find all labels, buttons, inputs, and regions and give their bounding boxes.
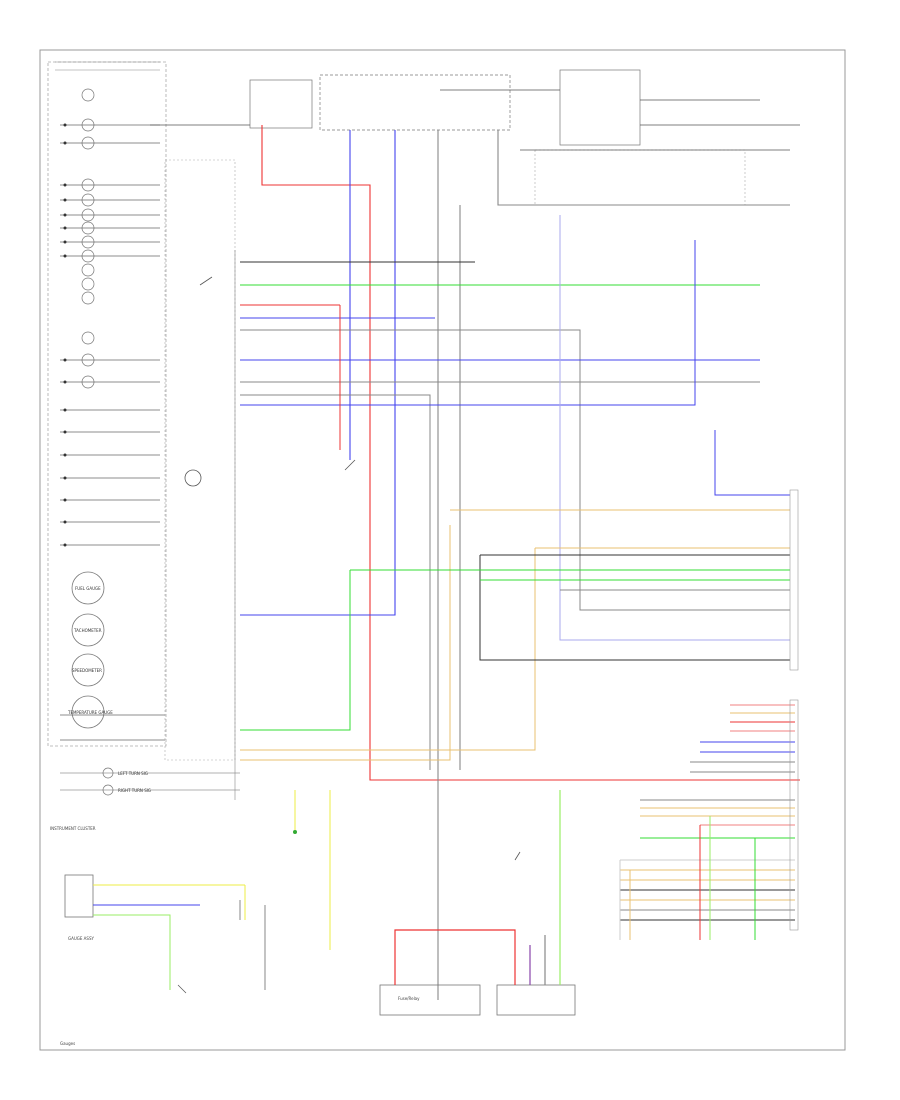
- gauge-label-temp: TEMPERATURE GAUGE: [67, 710, 113, 715]
- bcm-box: [496, 984, 576, 1016]
- gauge-label-speedo: SPEEDOMETER: [72, 668, 102, 673]
- svg-text:INSTRUMENT CLUSTER: INSTRUMENT CLUSTER: [50, 826, 96, 831]
- indicator-lamps: [81, 88, 95, 389]
- svg-text:Gauges: Gauges: [60, 1041, 75, 1046]
- relay-box-top-right: [559, 69, 641, 146]
- right-connector: [789, 489, 799, 671]
- cluster-connector: [164, 159, 236, 761]
- left-turn-label: LEFT TURN SIG: [118, 771, 148, 776]
- diagram-frame: [39, 49, 846, 1051]
- svg-text:GAUGE ASSY: GAUGE ASSY: [68, 936, 94, 941]
- gauge-label-fuel: FUEL GAUGE: [75, 586, 101, 591]
- gauge-label-tach: TACHOMETER: [73, 628, 102, 633]
- right-connector-lower: [789, 699, 799, 931]
- right-turn-label: RIGHT TURN SIG: [118, 788, 151, 793]
- bottom-left-connector: [64, 874, 94, 918]
- ign-switch-box: [534, 149, 746, 206]
- gauge-circles: [71, 571, 105, 729]
- fuel-sender-box: [379, 984, 481, 1016]
- fuse-box-top-middle: [319, 74, 511, 131]
- diagram-labels: Gauges Fuse/Relay GAUGE ASSY INSTRUMENT …: [50, 826, 420, 1046]
- svg-text:Fuse/Relay: Fuse/Relay: [398, 996, 420, 1001]
- cluster-box: [47, 61, 167, 747]
- fuse-box-top-left: [249, 79, 313, 129]
